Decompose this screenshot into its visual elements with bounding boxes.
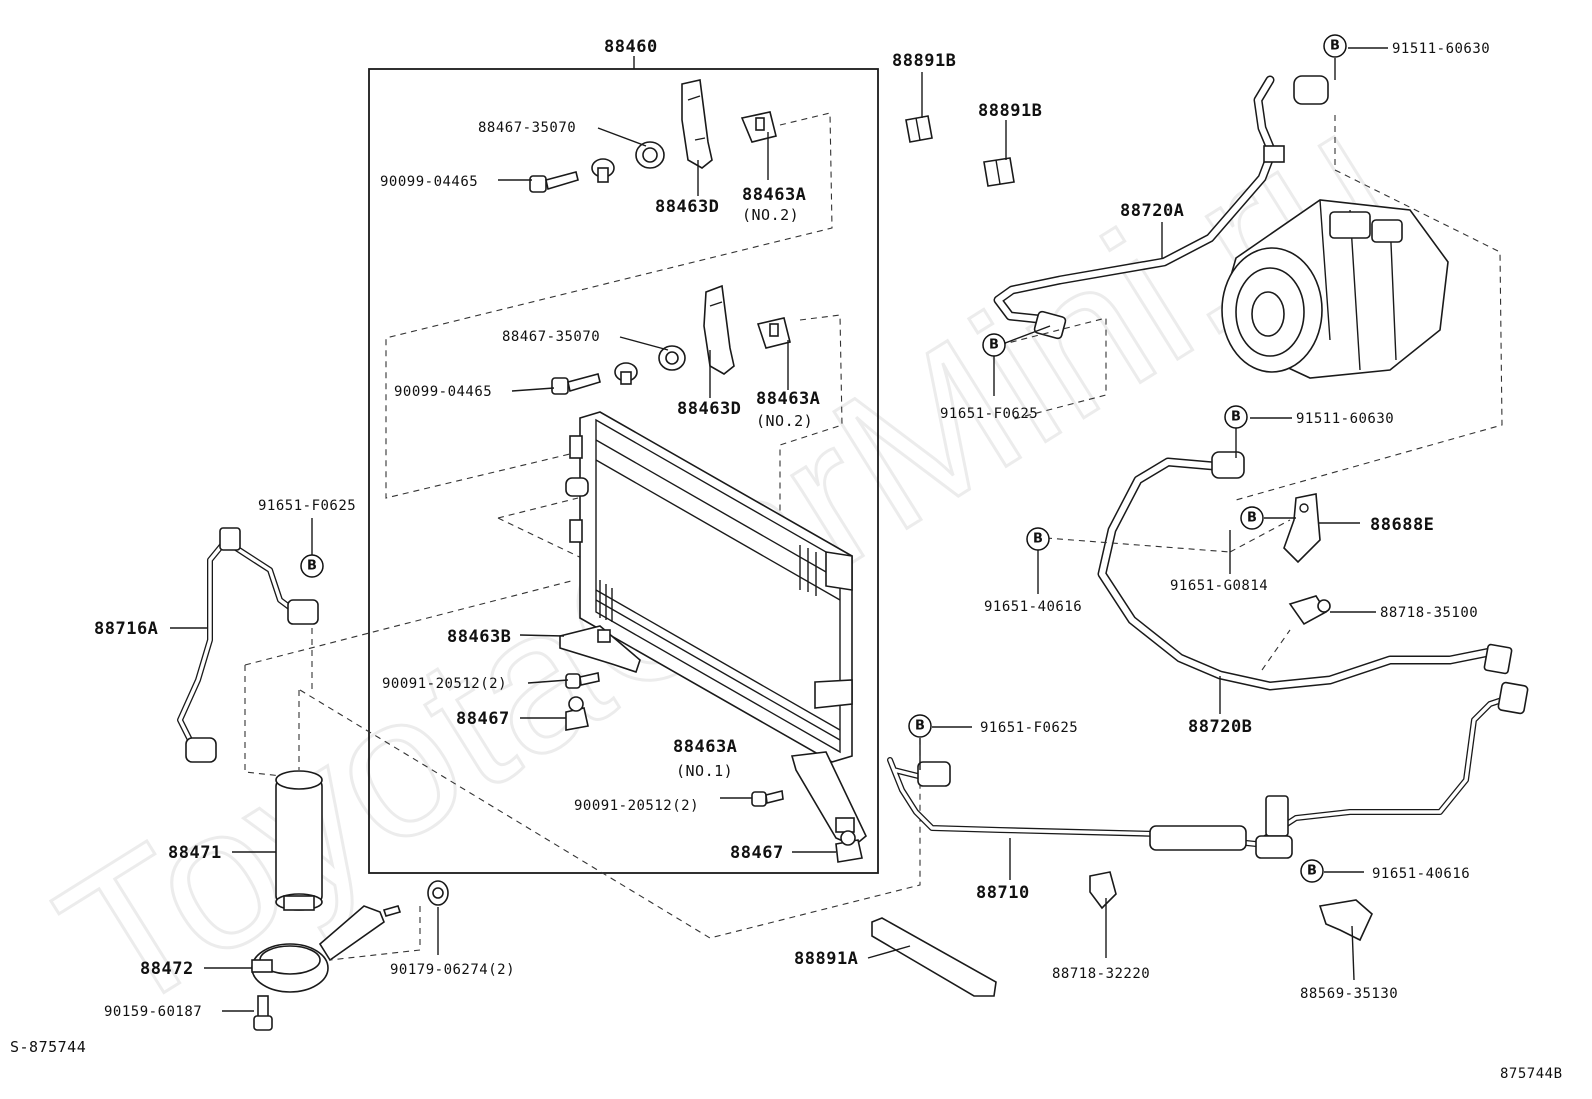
label-receiver-nut: 90179-06274(2) [390,962,515,978]
clip-lower [565,696,589,731]
bolt-lower [565,672,600,689]
svg-text:B: B [1033,532,1043,547]
support-88463d-mid [703,284,735,375]
label-hose-bracket: 88688E [1370,515,1434,535]
bolt-mid [551,373,601,395]
discharge-hose-88720b [1097,451,1513,691]
grommet-mid [658,345,686,371]
label-bolt-receiver-top: 91651-F0625 [258,498,356,514]
label-seal-upper: 88891B [892,51,956,71]
label-receiver: 88471 [168,843,222,863]
bolt-badge-comp-mid: B [1224,405,1248,429]
label-hose-bolt-g: 91651-G0814 [1170,578,1268,594]
bracket-88463b [559,625,641,674]
clip-no1 [835,830,863,863]
bolt-badge-suction: B [982,333,1006,357]
label-clip-lower: 88467 [456,709,510,729]
label-tube-bracket: 88569-35130 [1300,986,1398,1002]
group-outline-condenser [497,497,591,563]
label-discharge-hose: 88720B [1188,717,1252,737]
svg-text:B: B [1330,39,1340,54]
diagram-code-right: 875744B [1500,1066,1563,1082]
cushion-88463a-top [740,111,777,143]
bolt-badge-tube: B [908,714,932,738]
label-seal-lower: 88891B [978,101,1042,121]
diagram-code-left: S-875744 [10,1038,86,1056]
label-bracket-bolt-mid: 88467-35070 [502,329,600,345]
label-liquid-tube: 88716A [94,619,158,639]
receiver-nut [427,880,449,906]
label-seal-strip: 88891A [794,949,858,969]
label-hose-bolt: 91651-F0625 [940,406,1038,422]
label-support-top: 88463D [655,197,719,217]
receiver-bracket-88472 [251,905,385,993]
label-cushion-top: 88463A [742,185,806,205]
label-bracket-lower: 88463B [447,627,511,647]
support-88463d-top [681,79,713,169]
condenser-group-frame [368,68,879,874]
receiver-88471 [275,770,323,911]
svg-text:B: B [989,338,999,353]
label-support-mid: 88463D [677,399,741,419]
bolt-badge-tube-right: B [1300,859,1324,883]
seal-88891b-upper [905,115,933,143]
receiver-bolt-small [382,905,402,917]
label-bracket-no1: 88463A [673,737,737,757]
label-bracket-bolt-top: 88467-35070 [478,120,576,136]
label-bolt-lower: 90091-20512(2) [382,676,507,692]
label-receiver-stud: 90159-60187 [104,1004,202,1020]
collar-mid [614,362,638,385]
compressor [1221,199,1449,379]
label-comp-bolt-top: 91511-60630 [1392,41,1490,57]
label-bracket-no1-note: (NO.1) [676,762,733,780]
bolt-badge-hose-left: B [1026,527,1050,551]
label-bolt-no1: 90091-20512(2) [574,798,699,814]
tube-bracket-88569 [1318,899,1373,942]
label-hose-bolt-left: 91651-40616 [984,599,1082,615]
hose-bracket-88688e [1283,493,1321,564]
label-bolt-mid: 90099-04465 [394,384,492,400]
seal-strip-88891a [871,917,997,997]
svg-text:B: B [307,559,317,574]
bolt-badge-bracket: B [1240,506,1264,530]
label-bolt-top: 90099-04465 [380,174,478,190]
bolt-top [529,171,579,193]
label-tube-bolt-right: 91651-40616 [1372,866,1470,882]
grommet-top [635,141,665,169]
label-cushion-mid: 88463A [756,389,820,409]
suction-hose-88720a [993,75,1329,340]
label-clip-no1: 88467 [730,843,784,863]
tube-clamp-88718-32220 [1089,871,1117,910]
seal-88891b-lower [983,157,1015,187]
tube-88710 [887,681,1529,859]
bolt-badge-comp-top: B [1323,34,1347,58]
svg-text:B: B [1307,864,1317,879]
condenser-core [565,411,853,763]
bracket-88463a-no1 [790,751,867,847]
leader-lines [170,47,1388,1012]
svg-text:B: B [1231,410,1241,425]
label-cushion-top-note: (NO.2) [742,206,799,224]
label-suction-hose: 88720A [1120,201,1184,221]
svg-text:B: B [915,719,925,734]
receiver-stud [253,995,273,1031]
label-cushion-mid-note: (NO.2) [756,412,813,430]
label-condenser: 88460 [604,37,658,57]
group-outline-top [385,112,833,499]
svg-text:B: B [1247,511,1257,526]
label-tube-clamp: 88718-32220 [1052,966,1150,982]
bolt-badge-receiver: B [300,554,324,578]
cushion-88463a-mid [756,317,791,349]
label-tube-bolt: 91651-F0625 [980,720,1078,736]
label-comp-bolt-mid: 91511-60630 [1296,411,1394,427]
label-tube: 88710 [976,883,1030,903]
label-receiver-bracket: 88472 [140,959,194,979]
liquid-tube-88716a [177,527,319,763]
label-hose-clamp: 88718-35100 [1380,605,1478,621]
hose-clamp-88718 [1288,595,1331,626]
bolt-no1 [751,790,784,807]
collar-top [591,158,615,183]
